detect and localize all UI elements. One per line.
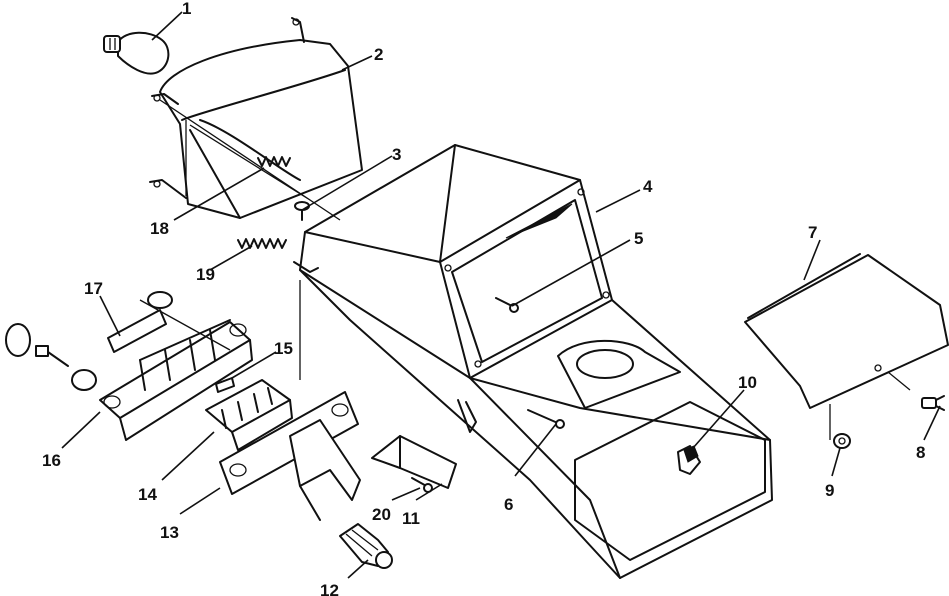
callout-14: 14 bbox=[138, 485, 157, 504]
assembly-centerlines bbox=[139, 99, 911, 440]
callout-18: 18 bbox=[150, 219, 169, 238]
part-9-grommet bbox=[833, 433, 851, 449]
part-8-fastener bbox=[921, 395, 945, 411]
callout-4: 4 bbox=[643, 177, 653, 196]
part-19-spring bbox=[237, 238, 287, 249]
part-13-bracket bbox=[219, 391, 361, 521]
part-10-switch bbox=[677, 445, 701, 475]
callout-9: 9 bbox=[825, 481, 834, 500]
callout-3: 3 bbox=[392, 145, 401, 164]
callout-11: 11 bbox=[402, 509, 420, 528]
callout-13: 13 bbox=[160, 523, 179, 542]
callout-2: 2 bbox=[374, 45, 383, 64]
callout-labels: 1 2 3 4 5 6 7 8 9 10 11 12 13 14 15 16 1… bbox=[42, 0, 925, 596]
part-2-headlight-housing bbox=[149, 17, 363, 219]
part-14-connector-block bbox=[205, 379, 293, 451]
part-15-pin bbox=[215, 377, 235, 393]
part-16-bracket bbox=[99, 319, 253, 441]
part-1-bulb bbox=[103, 31, 170, 75]
callout-19: 19 bbox=[196, 265, 215, 284]
part-7-cover bbox=[744, 253, 949, 409]
callout-12: 12 bbox=[320, 581, 339, 596]
part-4-console-housing bbox=[293, 144, 773, 579]
leader-lines bbox=[61, 11, 941, 579]
part-17-lens-plate bbox=[107, 309, 167, 353]
callout-17: 17 bbox=[84, 279, 103, 298]
callout-5: 5 bbox=[634, 229, 643, 248]
part-6-bolt bbox=[527, 409, 565, 429]
part-12-lamp-socket bbox=[339, 523, 393, 569]
part-3-screw bbox=[294, 201, 310, 221]
callout-7: 7 bbox=[808, 223, 817, 242]
part-17-grommets bbox=[71, 291, 173, 391]
callout-15: 15 bbox=[274, 339, 293, 358]
callout-20: 20 bbox=[372, 505, 391, 524]
callout-16: 16 bbox=[42, 451, 61, 470]
part-11-plug bbox=[371, 435, 457, 489]
part-16-socket bbox=[5, 323, 69, 367]
callout-1: 1 bbox=[182, 0, 191, 18]
callout-10: 10 bbox=[738, 373, 757, 392]
callout-8: 8 bbox=[916, 443, 925, 462]
part-18-spring bbox=[257, 156, 291, 167]
callout-6: 6 bbox=[504, 495, 513, 514]
